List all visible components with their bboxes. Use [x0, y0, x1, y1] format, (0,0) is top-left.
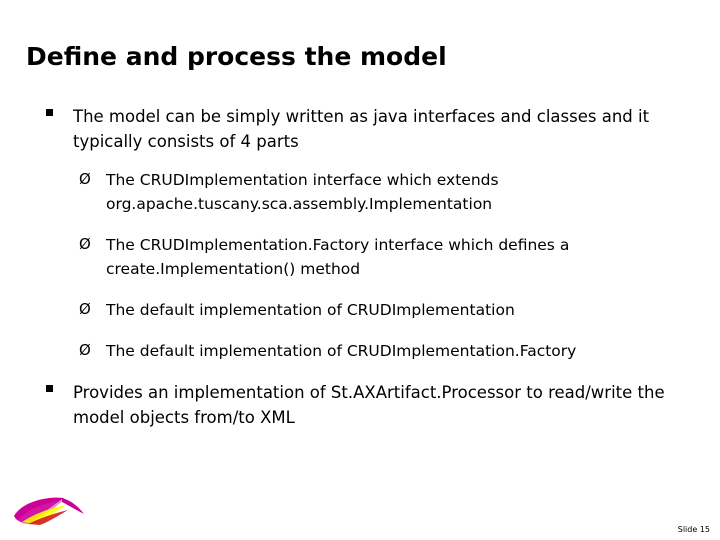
bullet-level2: Ø The CRUDImplementation interface which… — [34, 168, 694, 216]
page-title: Define and process the model — [26, 42, 447, 71]
bullet-level1: The model can be simply written as java … — [34, 104, 694, 154]
feather-logo — [14, 497, 84, 525]
bullet-level2: Ø The default implementation of CRUDImpl… — [34, 339, 694, 363]
arrow-bullet-icon: Ø — [79, 170, 91, 188]
square-bullet-icon — [46, 385, 53, 392]
arrow-bullet-icon: Ø — [79, 235, 91, 253]
bullet-level1: Provides an implementation of St.AXArtif… — [34, 380, 694, 430]
bullet-text: The CRUDImplementation interface which e… — [106, 171, 499, 213]
bullet-text: The default implementation of CRUDImplem… — [106, 342, 577, 360]
slide-body: The model can be simply written as java … — [34, 104, 694, 436]
bullet-text: The model can be simply written as java … — [73, 107, 650, 151]
square-bullet-icon — [46, 109, 53, 116]
arrow-bullet-icon: Ø — [79, 300, 91, 318]
bullet-level2: Ø The default implementation of CRUDImpl… — [34, 298, 694, 322]
sub-bullet-list: Ø The CRUDImplementation interface which… — [34, 168, 694, 363]
bullet-text: The default implementation of CRUDImplem… — [106, 301, 515, 319]
arrow-bullet-icon: Ø — [79, 341, 91, 359]
slide-number: Slide 15 — [677, 525, 710, 534]
bullet-text: The CRUDImplementation.Factory interface… — [106, 236, 570, 278]
bullet-text: Provides an implementation of St.AXArtif… — [73, 383, 665, 427]
bullet-level2: Ø The CRUDImplementation.Factory interfa… — [34, 233, 694, 281]
